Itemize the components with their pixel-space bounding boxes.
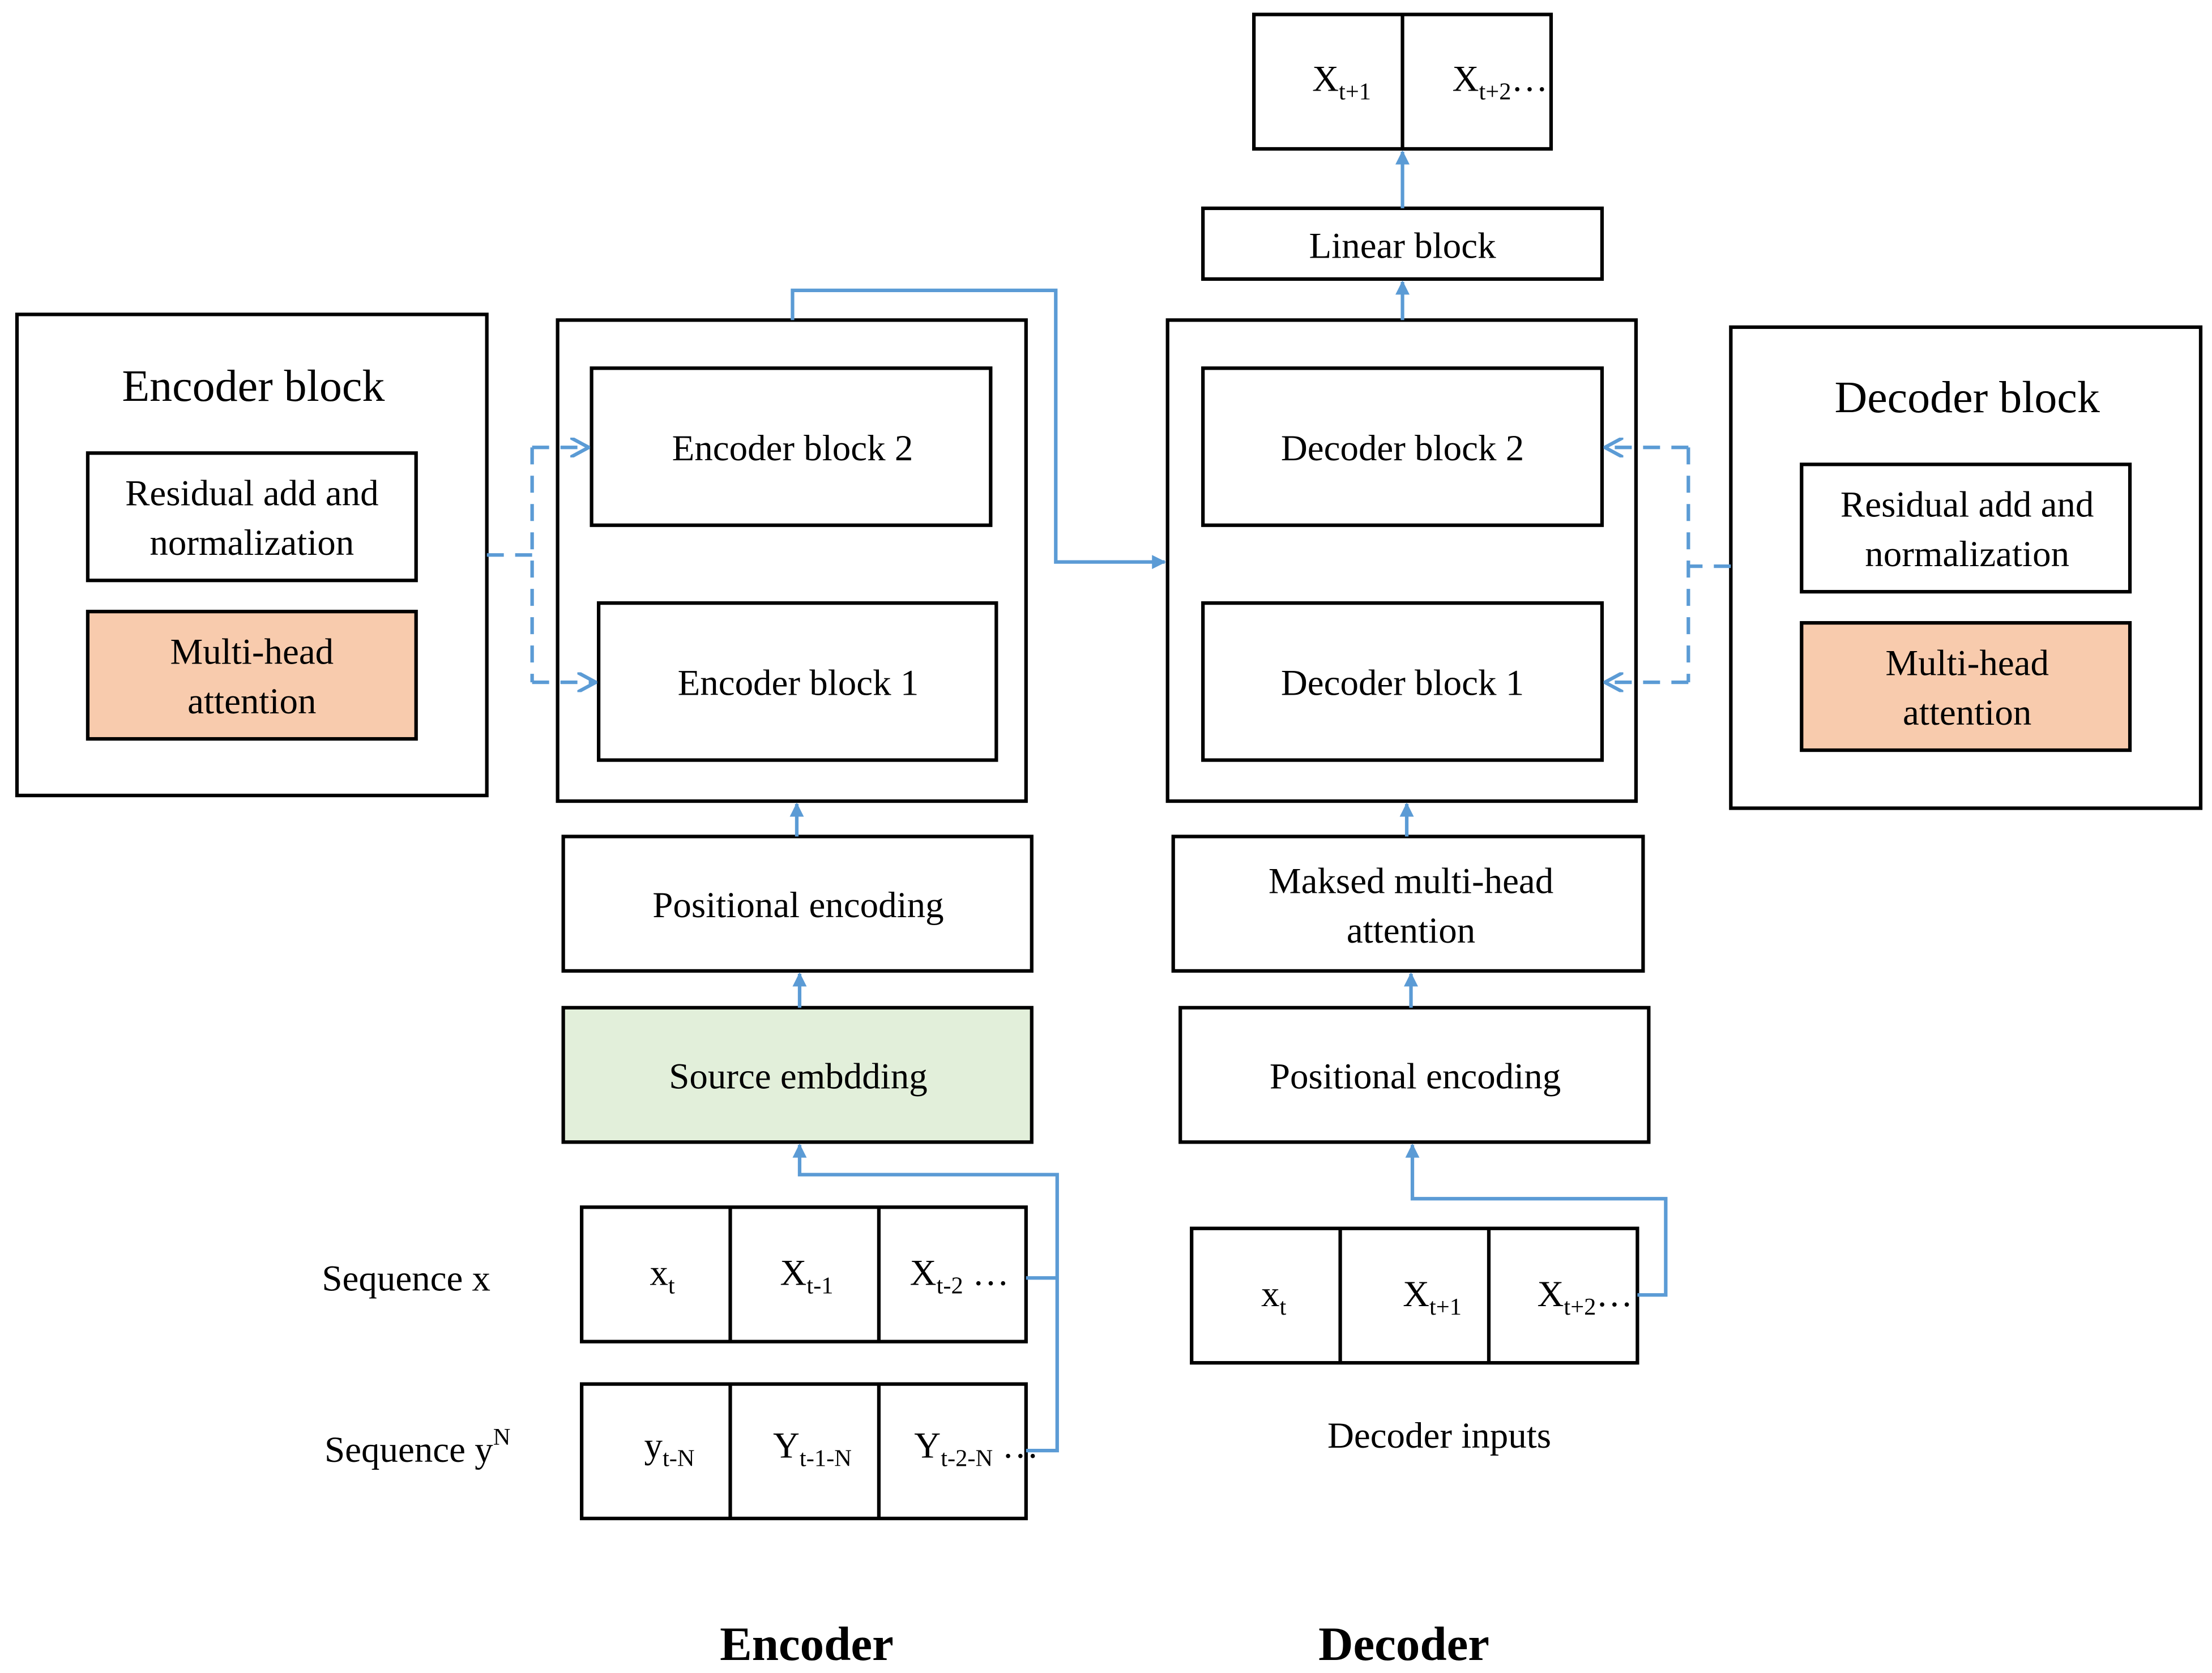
multi-head-attention-box [86, 610, 418, 741]
decoder-inputs-label: Decoder inputs [1327, 1415, 1551, 1456]
sequence-cell: Xt+2… [1537, 1274, 1633, 1320]
multi-head-attention-box [1800, 621, 2132, 752]
sequence-cell: yt-N [644, 1426, 694, 1472]
arrow-icon [791, 288, 1167, 570]
encoder-block-1 [596, 601, 998, 762]
masked-attention-label: attention [1347, 910, 1475, 951]
sequence-cell: Xt+1 [1312, 59, 1371, 105]
masked-multi-head-attention [1171, 835, 1645, 973]
decoder-block-legend: Decoder block Residual add and normaliza… [1729, 325, 2203, 810]
attention-label: attention [1903, 692, 2031, 733]
encoder-block-2-label: Encoder block 2 [672, 428, 913, 469]
sequence-cell: Yt-1-N [773, 1426, 852, 1472]
encoder-block-legend: Encoder block Residual add and normaliza… [15, 313, 489, 798]
source-embedding-label: Source embdding [669, 1056, 928, 1097]
sequence-cell: xt [1261, 1274, 1286, 1320]
sequence-cell: Yt-2-N … [914, 1426, 1039, 1472]
decoder-block-1 [1201, 601, 1604, 762]
residual-label: Residual add and [125, 473, 378, 514]
source-embedding [561, 1005, 1034, 1144]
decoder-block-2 [1201, 366, 1604, 527]
decoder-legend-title: Decoder block [1834, 373, 2099, 422]
decoder-positional-label: Positional encoding [1270, 1056, 1561, 1097]
encoder-caption: Encoder [720, 1618, 894, 1671]
sequence-cell: Xt-2 … [910, 1253, 1009, 1299]
sequence-cell: xt [650, 1253, 674, 1299]
residual-label: Residual add and [1841, 485, 2094, 525]
sequence-y-row [579, 1382, 1028, 1521]
residual-label: normalization [1865, 534, 2069, 575]
residual-add-norm-box [86, 451, 418, 583]
decoder-block-1-label: Decoder block 1 [1281, 663, 1524, 704]
encoder-positional-encoding [561, 835, 1034, 973]
sequence-cell: Xt+2… [1453, 59, 1548, 105]
flow-arrows [486, 150, 1731, 1453]
encoder-positional-label: Positional encoding [652, 885, 943, 926]
arrow-icon [1405, 1143, 1668, 1297]
encoder-legend-title: Encoder block [122, 361, 385, 411]
residual-add-norm-box [1800, 463, 2132, 594]
sequence-x-row [579, 1205, 1028, 1343]
attention-label: Multi-head [1885, 643, 2049, 684]
decoder-block-2-label: Decoder block 2 [1281, 428, 1524, 469]
arrow-icon [800, 1145, 1059, 1453]
dashed-connector [1686, 447, 1731, 683]
linear-block [1201, 206, 1604, 281]
sequence-cell: Xt+1 [1403, 1274, 1462, 1320]
sequence-cell: Xt-1 [780, 1253, 833, 1299]
decoder-caption: Decoder [1318, 1618, 1489, 1671]
sequence-x-label: Sequence x [322, 1259, 490, 1299]
masked-attention-label: Maksed multi-head [1269, 861, 1553, 901]
attention-label: attention [187, 681, 316, 722]
sequence-y-label: Sequence yN [324, 1424, 510, 1470]
decoder-positional-encoding [1178, 1005, 1651, 1144]
encoder-block-1-label: Encoder block 1 [678, 663, 919, 704]
attention-label: Multi-head [170, 632, 334, 673]
residual-label: normalization [150, 523, 354, 563]
encoder-block-2 [590, 366, 993, 527]
linear-block-label: Linear block [1309, 225, 1496, 266]
dashed-connector [486, 447, 534, 683]
